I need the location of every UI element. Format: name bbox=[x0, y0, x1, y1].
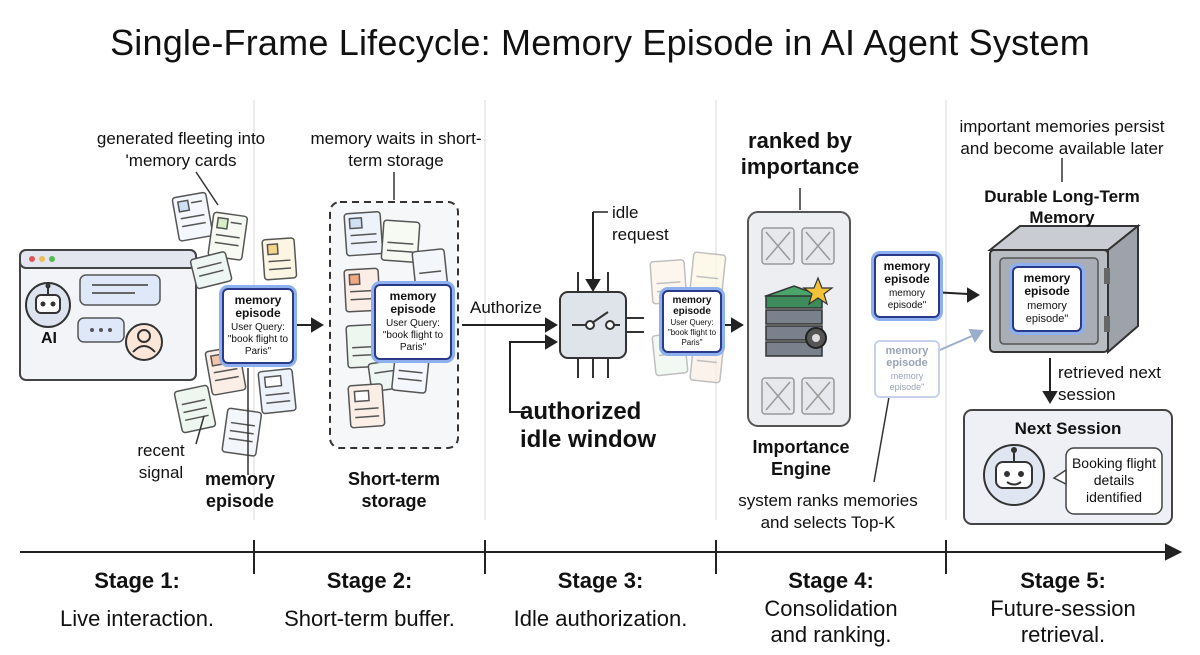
card-text: memory episode" bbox=[887, 288, 927, 311]
ai-label: AI bbox=[41, 330, 57, 347]
rejected-cards bbox=[761, 227, 835, 415]
mini-cards-stage2 bbox=[343, 210, 449, 429]
card-text: memory episode" bbox=[889, 371, 925, 392]
card-title: memory episode bbox=[389, 289, 437, 316]
stage-title: Stage 4: bbox=[788, 568, 874, 593]
idle-request-arrow bbox=[585, 211, 608, 292]
retrieved-label: retrieved next session bbox=[1058, 363, 1161, 404]
ranking-stack-icon bbox=[763, 276, 834, 357]
timeline-stage-4: Stage 4: Consolidation and ranking. bbox=[716, 568, 946, 648]
robot-icon bbox=[25, 282, 71, 328]
card-title: memory episode bbox=[234, 293, 282, 320]
user-avatar-icon bbox=[125, 323, 163, 361]
stage5-note-top: important memories persist and become av… bbox=[959, 117, 1165, 158]
stage4-heading: ranked by importance bbox=[740, 128, 860, 179]
next-session-robot-icon bbox=[983, 444, 1045, 506]
stage-title: Stage 2: bbox=[326, 568, 413, 593]
next-session-title: Next Session bbox=[1014, 419, 1122, 438]
arrow-retrieved bbox=[1042, 358, 1058, 404]
stage2-label: Short-term storage bbox=[347, 469, 440, 511]
importance-engine-label: Importance Engine bbox=[752, 437, 850, 479]
stage1-leaders bbox=[195, 171, 249, 475]
mini-cards-stage1 bbox=[171, 191, 298, 457]
card-title: memory episode bbox=[885, 345, 929, 369]
stage-title: Stage 5: bbox=[1020, 568, 1106, 593]
stage-title: Stage 1: bbox=[94, 568, 180, 593]
arrow-stage1-to-stage2 bbox=[290, 317, 324, 333]
card-title: memory episode bbox=[672, 295, 712, 317]
memory-episode-card-stage1: memory episode User Query: "book flight … bbox=[222, 288, 294, 364]
diagram-title: Single-Frame Lifecycle: Memory Episode i… bbox=[110, 22, 1090, 63]
stage-title: Stage 3: bbox=[557, 568, 644, 593]
memory-episode-card-stage4: memory episode memory episode" bbox=[874, 254, 940, 318]
stage1-note-top: generated fleeting into 'memory cards bbox=[96, 129, 266, 170]
memory-episode-card-stage5: memory episode memory episode" bbox=[1012, 266, 1082, 332]
stage-description: Live interaction. bbox=[59, 606, 215, 631]
stage1-note-bottom: recent signal bbox=[137, 441, 185, 482]
stage5-heading: Durable Long-Term Memory bbox=[984, 187, 1140, 227]
card-text: User Query: "book flight to Paris" bbox=[667, 318, 717, 347]
authorize-label: Authorize bbox=[470, 298, 542, 317]
timeline-stage-5: Stage 5: Future-session retrieval. bbox=[946, 568, 1180, 648]
card-text: User Query: "book flight to Paris" bbox=[382, 318, 444, 353]
memory-episode-card-stage3: memory episode User Query: "book flight … bbox=[662, 290, 722, 353]
card-title: memory episode bbox=[1023, 271, 1071, 298]
stage-description: Consolidation and ranking. bbox=[764, 596, 898, 647]
next-session-text: Booking flight details identified bbox=[1071, 455, 1157, 505]
memory-episode-card-stage2: memory episode User Query: "book flight … bbox=[374, 284, 452, 360]
card-text: memory episode" bbox=[1025, 300, 1069, 325]
stage2-note-top: memory waits in short-term storage bbox=[310, 129, 482, 170]
arrow-authorize bbox=[462, 317, 558, 333]
stage-description: Short-term buffer. bbox=[284, 606, 455, 631]
timeline-stage-3: Stage 3: Idle authorization. bbox=[485, 568, 716, 632]
timeline-stage-1: Stage 1: Live interaction. bbox=[20, 568, 254, 632]
faded-memory-card-stage4: memory episode memory episode" bbox=[874, 340, 940, 398]
stage-description: Future-session retrieval. bbox=[990, 596, 1136, 647]
star-icon bbox=[802, 276, 834, 306]
stage1-label: memory episode bbox=[204, 469, 276, 511]
timeline-stage-2: Stage 2: Short-term buffer. bbox=[254, 568, 485, 632]
stage4-note-bottom: system ranks memories and selects Top-K bbox=[738, 491, 918, 532]
stage3-note-top: idle request bbox=[612, 203, 669, 244]
stage-description: Idle authorization. bbox=[513, 606, 688, 631]
timeline-axis bbox=[20, 540, 1183, 574]
switch-icon bbox=[559, 272, 644, 378]
card-text: User Query: "book flight to Paris" bbox=[227, 322, 289, 357]
stage3-label: authorized idle window bbox=[520, 398, 656, 453]
card-title: memory episode bbox=[883, 259, 931, 286]
idle-window-arrow bbox=[509, 334, 558, 413]
